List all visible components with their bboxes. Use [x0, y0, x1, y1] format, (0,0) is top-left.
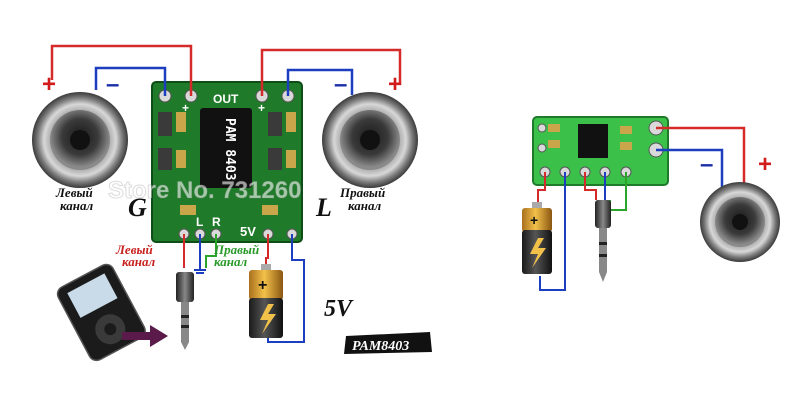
- model-badge: [344, 332, 432, 354]
- right-speaker-blue-wire: [286, 68, 354, 96]
- mp3-player-icon: [56, 263, 146, 362]
- left-channel-wire-label-line2: канал: [122, 254, 155, 269]
- pin-l-label: L: [196, 215, 203, 229]
- left-audio-jack-icon: [176, 272, 194, 350]
- chip-label: PAM 8403: [222, 118, 237, 181]
- right-channel-wire-label-line2: канал: [214, 254, 247, 269]
- pam8403-board: [151, 81, 303, 243]
- voltage-label: 5V: [324, 296, 354, 322]
- left-speaker-label-line2: канал: [60, 198, 93, 213]
- right-speaker-minus-sign: –: [334, 71, 347, 98]
- out-label: OUT: [213, 92, 239, 106]
- left-battery-plus: +: [258, 277, 267, 294]
- battery-blue-wire: [267, 234, 305, 343]
- board-out-plus: +: [258, 101, 265, 115]
- right-speaker-plus-sign: +: [388, 71, 402, 98]
- pin-r-label: R: [212, 215, 221, 229]
- left-speaker-blue-wire: [94, 66, 167, 96]
- model-badge-text: PAM8403: [352, 339, 409, 354]
- mini-speaker-blue-wire: [656, 148, 724, 190]
- watermark: Store No. 731260: [108, 177, 301, 204]
- pam8403-chip: [200, 108, 252, 188]
- mini-battery-blue-wire: [539, 172, 566, 291]
- gnd-fragment: G: [128, 193, 147, 222]
- right-speaker-icon: [322, 92, 418, 188]
- mini-battery-red-wire: [537, 172, 546, 204]
- right-speaker-label-line1: Правый: [339, 185, 385, 200]
- left-speaker-minus-sign: –: [106, 71, 119, 98]
- mini-amp-chip: [578, 124, 608, 158]
- right-channel-wire-label-line1: Правый: [213, 242, 259, 257]
- left-speaker-label-line1: Левый: [55, 185, 93, 200]
- left-channel-wire-label-line1: Левый: [115, 242, 153, 257]
- mini-jack-red-wire: [584, 172, 597, 200]
- left-speaker-plus-sign: +: [42, 71, 56, 98]
- mini-speaker-plus-sign: +: [758, 151, 772, 178]
- jack-right-wire: [205, 234, 217, 268]
- left-speaker-icon: [32, 92, 128, 188]
- arrow-icon: [122, 325, 168, 347]
- mini-amp-board: [532, 116, 669, 186]
- mini-speaker-minus-sign: –: [700, 151, 713, 178]
- left-battery-icon: [249, 264, 283, 338]
- right-speaker-red-wire: [260, 48, 402, 96]
- mini-speaker-red-wire: [656, 126, 746, 186]
- mini-audio-jack-icon: [595, 200, 611, 282]
- mini-battery-plus: +: [530, 212, 538, 228]
- right-speaker-label-line2: канал: [348, 198, 381, 213]
- pin-5v-label: 5V: [240, 224, 256, 239]
- mini-speaker-icon: [700, 182, 780, 262]
- mini-battery-icon: [522, 202, 552, 274]
- battery-red-wire: [265, 234, 269, 268]
- board-in-plus: +: [182, 101, 189, 115]
- l-fragment: L: [315, 193, 332, 222]
- left-speaker-red-wire: [50, 44, 193, 96]
